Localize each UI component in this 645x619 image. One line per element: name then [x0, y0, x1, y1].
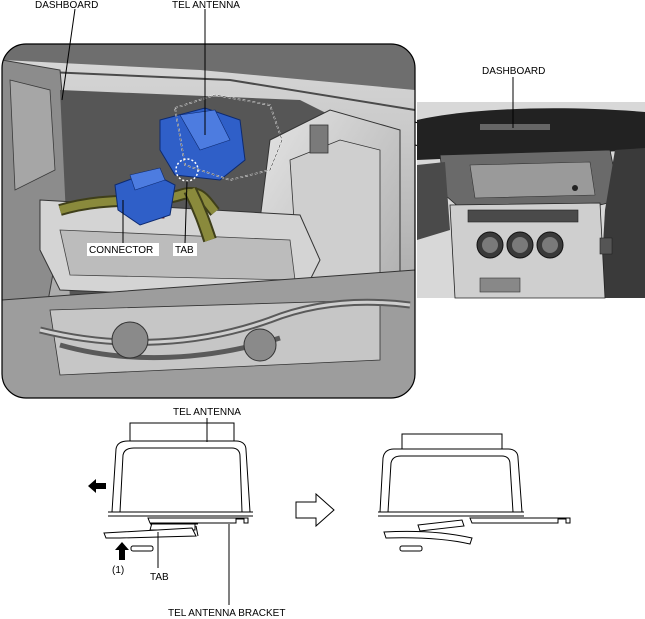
label-tab-top: TAB [175, 245, 194, 256]
tab-label-bg [173, 243, 197, 256]
dashboard-overview [417, 102, 645, 299]
connector-label-bg [87, 243, 159, 256]
label-dashboard-right: DASHBOARD [482, 66, 545, 77]
label-tel-antenna-bottom: TEL ANTENNA [173, 407, 241, 418]
detail-frame [1, 43, 416, 399]
pull-direction-arrow [88, 479, 106, 493]
removal-step-before [103, 422, 253, 552]
label-dashboard-top-left: DASHBOARD [35, 0, 98, 11]
leader-tab-top [184, 180, 188, 244]
label-tel-antenna-bracket: TEL ANTENNA BRACKET [168, 608, 285, 619]
antenna-location-strip [480, 124, 550, 130]
leader-dashboard-top [61, 8, 76, 101]
label-connector: CONNECTOR [89, 245, 153, 256]
label-tab-bottom: TAB [150, 572, 169, 583]
removal-step-after [378, 433, 571, 552]
label-tel-antenna-top: TEL ANTENNA [172, 0, 240, 11]
detail-view [1, 43, 416, 399]
label-step-number: (1) [112, 565, 124, 576]
push-up-arrow [115, 542, 129, 560]
transition-arrow [295, 492, 335, 528]
